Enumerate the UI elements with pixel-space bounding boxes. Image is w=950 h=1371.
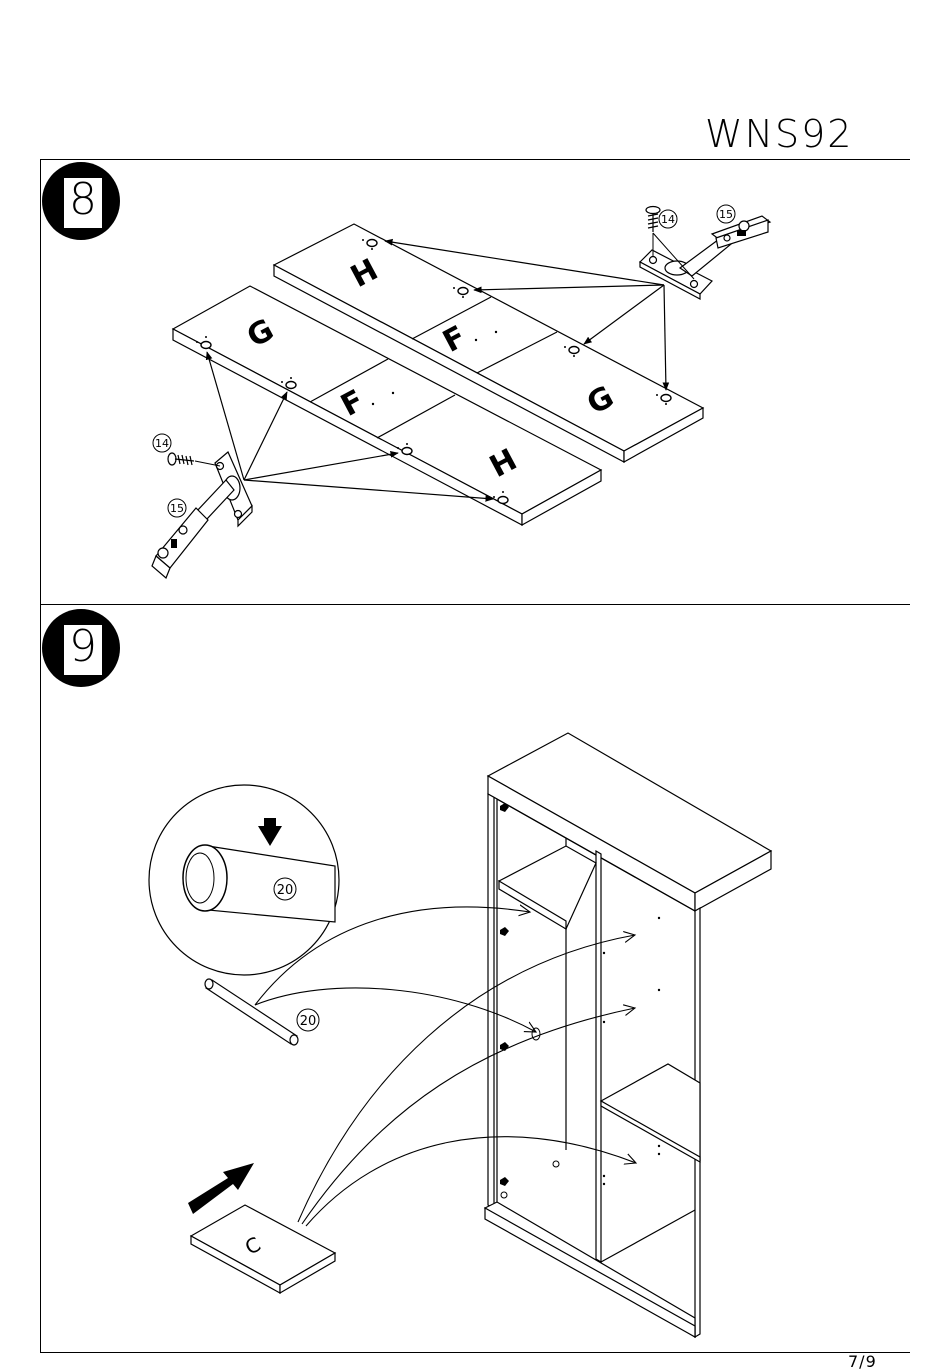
hinge-upper: [640, 216, 770, 299]
part-label-rod: 20: [300, 1014, 317, 1029]
hinge-lower: [152, 452, 252, 578]
rod-detail-magnifier: [149, 785, 339, 975]
hanging-rod: [205, 979, 298, 1045]
part-label-screw-upper: 14: [661, 213, 675, 226]
part-label-rod-detail: 20: [277, 883, 294, 898]
screw-upper: [646, 207, 660, 233]
cabinet: [485, 733, 771, 1337]
part-label-hinge-lower: 15: [170, 502, 184, 515]
screw-lower: [168, 453, 194, 465]
part-label-screw-lower: 14: [155, 437, 169, 450]
part-label-hinge-upper: 15: [719, 208, 733, 221]
